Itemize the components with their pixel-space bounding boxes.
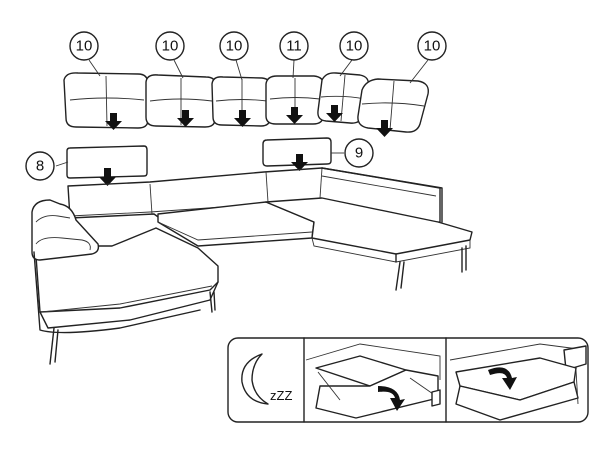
callout-label: 10 bbox=[162, 38, 179, 55]
callout-9: 9 bbox=[344, 138, 374, 168]
down-arrow-icon bbox=[376, 120, 393, 137]
sleep-step-2 bbox=[449, 343, 587, 421]
curved-arrow-icon bbox=[378, 386, 405, 411]
callout-label: 10 bbox=[424, 38, 441, 55]
back-cushion-6 bbox=[357, 78, 429, 133]
sleep-function-panel: zZZ bbox=[227, 337, 589, 423]
callout-10-c: 10 bbox=[219, 31, 249, 61]
down-arrows-cushions bbox=[105, 105, 393, 137]
back-cushion-1 bbox=[63, 72, 149, 129]
sleep-step-1 bbox=[305, 343, 441, 419]
curved-arrow-icon bbox=[488, 367, 517, 390]
moon-icon bbox=[241, 353, 269, 405]
callout-10-a: 10 bbox=[69, 31, 99, 61]
callouts-top: 10 10 10 11 10 10 bbox=[69, 31, 447, 84]
down-arrow-icon bbox=[99, 168, 116, 186]
callout-10-b: 10 bbox=[155, 31, 185, 61]
callout-label: 8 bbox=[36, 158, 44, 175]
callout-label: 11 bbox=[286, 38, 302, 55]
down-arrow-icon bbox=[326, 105, 343, 122]
down-arrow-icon bbox=[291, 154, 308, 171]
callout-label: 10 bbox=[346, 38, 363, 55]
callout-8: 8 bbox=[25, 151, 55, 181]
down-arrow-icon bbox=[177, 110, 194, 127]
headrest-left: 8 bbox=[25, 145, 148, 186]
sofa-leg bbox=[395, 261, 401, 291]
down-arrow-icon bbox=[105, 113, 122, 130]
back-cushions bbox=[63, 72, 429, 133]
callout-10-e: 10 bbox=[417, 31, 447, 61]
callout-label: 10 bbox=[226, 38, 243, 55]
callout-label: 9 bbox=[355, 145, 363, 162]
zzz-text: zZZ bbox=[270, 388, 292, 403]
down-arrow-icon bbox=[286, 107, 303, 124]
sofa-leg bbox=[49, 327, 55, 365]
callout-11: 11 bbox=[279, 31, 309, 61]
callout-label: 10 bbox=[76, 38, 93, 55]
u-shaped-sofa bbox=[31, 167, 473, 365]
sofa-leg bbox=[209, 291, 213, 313]
down-arrow-icon bbox=[234, 110, 251, 127]
callout-10-d: 10 bbox=[339, 31, 369, 61]
headrest-right: 9 bbox=[262, 137, 374, 171]
